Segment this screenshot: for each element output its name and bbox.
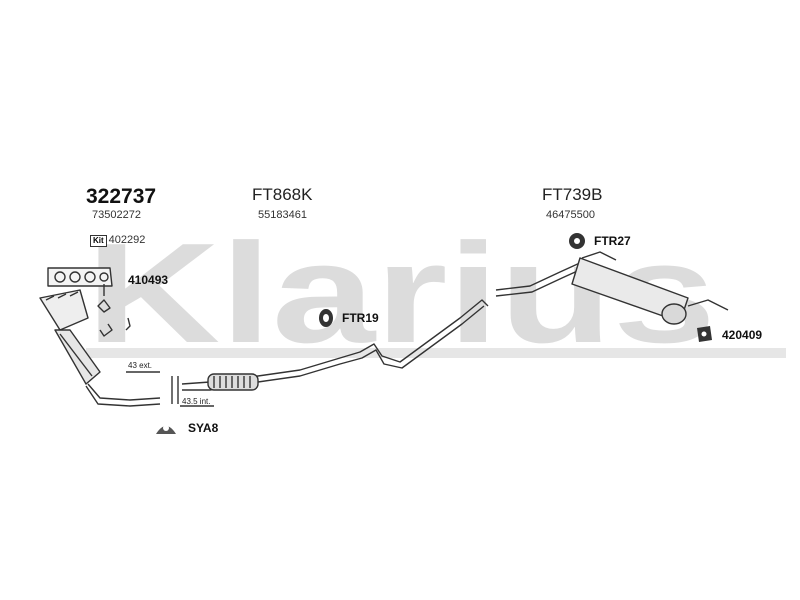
kit-number: 402292: [108, 234, 146, 246]
ftr27-mount-icon: [569, 233, 585, 249]
sya8-clamp-icon: [156, 425, 176, 434]
measurement-int: 43.5 int.: [182, 397, 211, 406]
middle-oe-number: 55183461: [258, 209, 307, 221]
front-section-shape: [39, 284, 161, 407]
mount-420409-icon: [697, 326, 712, 342]
kit-tag: Kit: [90, 235, 107, 247]
watermark-underline: [86, 348, 786, 358]
manifold-gasket-icon: [47, 267, 113, 287]
ftr19-label: FTR19: [342, 311, 379, 325]
ftr19-mount-icon: [319, 309, 333, 327]
middle-part-number: FT868K: [252, 185, 313, 204]
rear-section-shape: [495, 251, 729, 325]
measurement-markers: [126, 371, 214, 407]
right-part-number: FT739B: [542, 185, 603, 204]
ftr27-label: FTR27: [594, 234, 631, 248]
intermediate-pipe-shape: [181, 299, 489, 391]
sya8-label: SYA8: [188, 421, 219, 435]
right-oe-number: 46475500: [546, 209, 595, 221]
left-oe-number: 73502272: [92, 209, 141, 221]
left-part-number: 322737: [86, 185, 157, 208]
manifold-gasket-label: 410493: [128, 273, 169, 287]
mount-420409-label: 420409: [722, 328, 763, 342]
measurement-ext: 43 ext.: [128, 361, 153, 370]
